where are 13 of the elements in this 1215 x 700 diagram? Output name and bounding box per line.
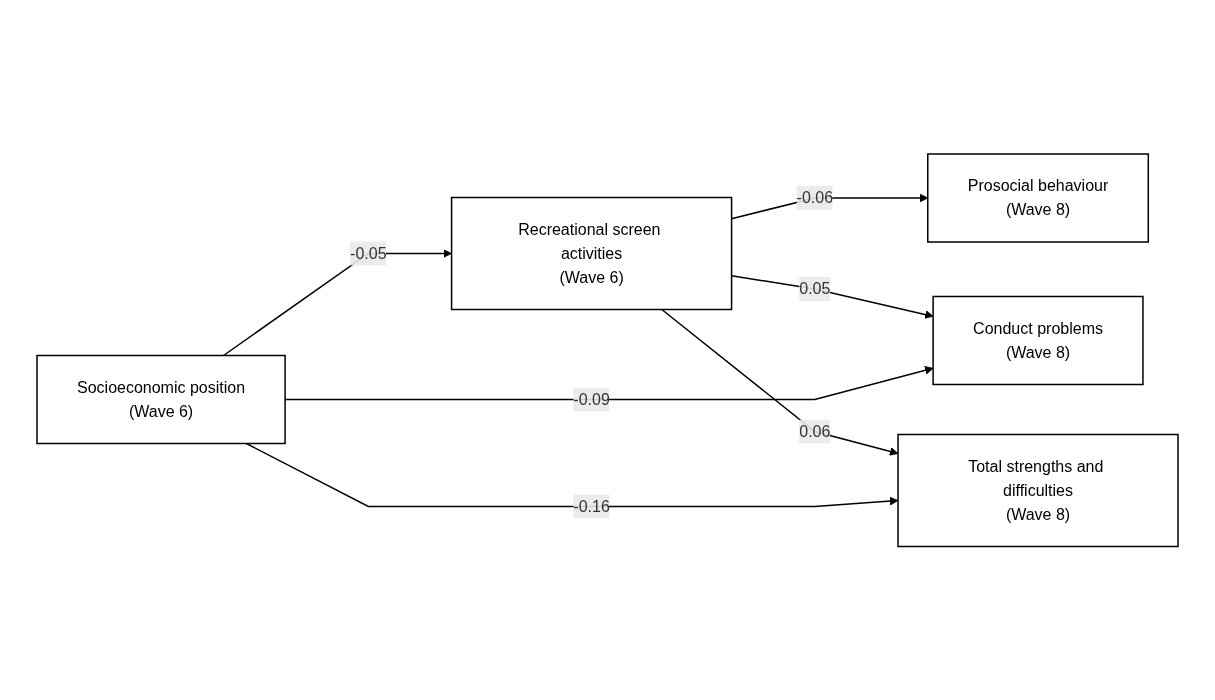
node-box: Recreational screen activities (Wave 6): [450, 196, 733, 310]
edge-label: -0.06: [796, 188, 834, 206]
node-box: Total strengths and difficulties (Wave 8): [897, 433, 1179, 547]
edge-label: -0.09: [573, 390, 610, 408]
arrow: [245, 442, 899, 507]
arrow: [661, 308, 899, 456]
node-box: Socioeconomic position (Wave 6): [36, 354, 286, 444]
node-box: Conduct problems (Wave 8): [932, 295, 1144, 385]
node-box: Prosocial behaviour (Wave 8): [927, 153, 1150, 243]
edge-label: 0.06: [799, 422, 831, 440]
edge-label: 0.05: [799, 279, 831, 297]
edge-label: -0.05: [350, 244, 387, 262]
edge-label: -0.16: [573, 497, 610, 515]
